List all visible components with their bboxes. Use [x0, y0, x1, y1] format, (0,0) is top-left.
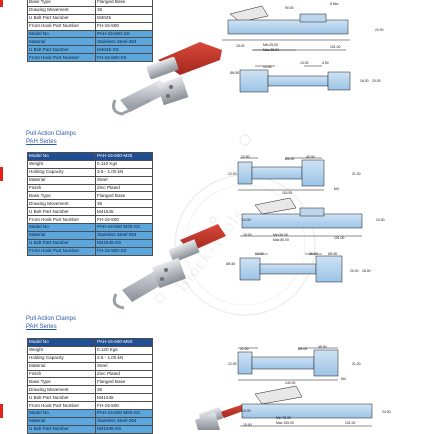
drawing-3-side [240, 385, 373, 427]
dim-label: Ø4.50 [226, 262, 235, 266]
dim-label: 24.00 [375, 28, 384, 32]
dim-label: Ø4.50 [230, 71, 239, 75]
dim-label: 24.00 [376, 218, 385, 222]
dim-label: 21.00 [352, 362, 361, 366]
clamp-photo-1 [112, 42, 222, 116]
spec-value: FH-15-500-SS [95, 246, 153, 256]
spec-value: FH-15-500-SS [95, 53, 153, 63]
dim-label: M4 [334, 187, 339, 191]
dim-label: 18.00 [362, 269, 371, 273]
dim-label: Min 75.00 [276, 416, 291, 420]
dim-label: 12.00 [228, 362, 237, 366]
dim-label: 13.00 [300, 61, 309, 65]
dim-label: 101.00 [334, 236, 344, 240]
dim-label: 21.00 [352, 172, 361, 176]
drawing-3-top1 [237, 347, 339, 381]
dim-label: 140.00 [285, 381, 295, 385]
section-title: Pull Action Clamps [26, 316, 77, 322]
dim-label: Max 80.00 [273, 238, 289, 242]
series-link[interactable]: PAH Series [26, 324, 57, 330]
drawing-2-side [240, 197, 363, 237]
dim-label: 115.00 [282, 191, 292, 195]
dim-label: 4.50 [322, 61, 329, 65]
dim-label: 26.00 [309, 252, 318, 256]
dim-label: Max 35.00 [263, 48, 279, 52]
series-link[interactable]: PAH Series [26, 139, 57, 145]
dim-label: Ø4.50 [328, 252, 337, 256]
dim-label: 45.00 [318, 345, 327, 349]
dim-label: 101.00 [330, 45, 340, 49]
accent-bar [0, 0, 3, 7]
section-title: Pull Action Clamps [26, 131, 77, 137]
dim-label: 22.00 [240, 347, 249, 351]
accent-bar [0, 404, 3, 418]
dim-label: 24.00 [382, 410, 391, 414]
dim-label: 5 Mm [330, 2, 339, 6]
drawing-1-top [239, 65, 351, 93]
dim-label: 90.00 [285, 6, 294, 10]
dim-label: 10.00 [242, 218, 251, 222]
dim-label: 15.00 [243, 233, 252, 237]
clamp-photo-2 [112, 224, 226, 310]
dim-label: 45.00 [306, 155, 315, 159]
dim-label: 10.00 [242, 409, 251, 413]
dim-label: Min 50.00 [273, 233, 288, 237]
dim-label: 12.00 [263, 65, 272, 69]
drawing-2-top2 [239, 253, 343, 283]
dim-label: 101.00 [345, 421, 355, 425]
dim-label: 20.00 [350, 269, 359, 273]
dim-label: 16.00 [360, 79, 369, 83]
dim-label: 20.00 [372, 79, 381, 83]
dim-label: M4 [341, 377, 346, 381]
dim-label: 15.00 [236, 44, 245, 48]
dim-label: 12.00 [228, 172, 237, 176]
dim-label: 12.00 [255, 252, 264, 256]
dim-label: 22.00 [241, 155, 250, 159]
accent-bar [0, 167, 3, 181]
clamp-photo-3 [195, 404, 246, 430]
dim-label: Ø4.00 [285, 157, 294, 161]
dim-label: 15.00 [243, 423, 252, 427]
drawing-1-side [222, 5, 350, 51]
dim-label: Ø4.00 [298, 347, 307, 351]
dim-label: Max 105.00 [276, 421, 294, 425]
dim-label: Min 25.00 [263, 43, 278, 47]
drawing-2-top1 [237, 157, 325, 191]
